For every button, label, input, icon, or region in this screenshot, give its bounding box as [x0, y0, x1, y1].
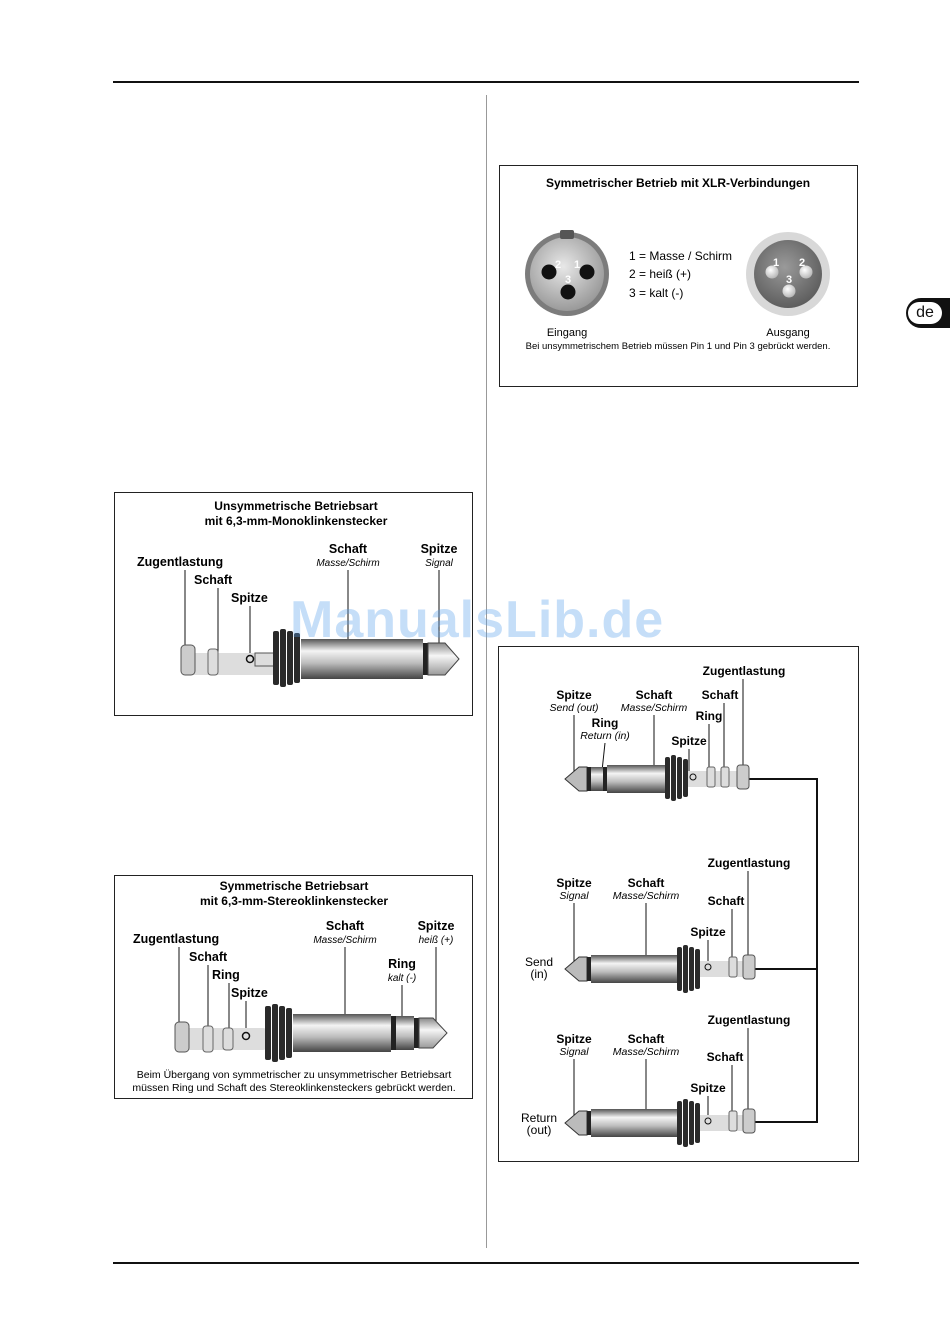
column-divider [486, 95, 487, 1248]
mono-spitze-right-sub: Signal [425, 558, 454, 569]
insert-wire [749, 778, 818, 1123]
bot-schaft-sub: Masse/Schirm [613, 1046, 680, 1058]
mid-side-label-2: (in) [530, 967, 547, 981]
bot-plug [564, 1099, 756, 1147]
top-zugentlastung: Zugentlastung [703, 664, 786, 678]
xlr-note: Bei unsymmetrischem Betrieb müssen Pin 1… [526, 341, 831, 352]
xlr-out-pin-1: 1 [773, 257, 779, 269]
stereo-spitze-right: Spitze [418, 919, 455, 933]
mono-leader-lines [184, 570, 440, 661]
mid-plug [564, 945, 756, 993]
language-label[interactable]: de [908, 302, 942, 324]
top-ring-sub: Return (in) [580, 730, 630, 742]
stereo-jack-svg: Symmetrische Betriebsart mit 6,3-mm-Ster… [132, 879, 455, 1094]
top-schaft-sub: Masse/Schirm [621, 702, 688, 714]
xlr-in-pin-3: 3 [565, 274, 571, 286]
mono-schaft-right: Schaft [329, 542, 368, 556]
mid-side-label-1: Send [525, 955, 553, 969]
stereo-title-1: Symmetrische Betriebsart [220, 879, 369, 893]
mono-schaft-right-sub: Masse/Schirm [316, 558, 379, 569]
mid-schaft: Schaft [628, 876, 665, 890]
stereo-title-2: mit 6,3-mm-Stereoklinkenstecker [200, 894, 388, 908]
top-ring-2: Ring [696, 709, 723, 723]
bot-zugentlastung: Zugentlastung [708, 1013, 791, 1027]
xlr-output-connector: 1 2 3 [746, 232, 830, 316]
mono-jack-svg: Unsymmetrische Betriebsart mit 6,3-mm-Mo… [137, 499, 460, 687]
top-ring: Ring [592, 716, 619, 730]
bot-spitze-sub: Signal [559, 1046, 589, 1058]
mid-spitze-2: Spitze [690, 925, 726, 939]
mid-zugentlastung: Zugentlastung [708, 856, 791, 870]
xlr-input-connector: 2 1 3 [525, 230, 609, 316]
stereo-ring-right: Ring [388, 957, 416, 971]
stereo-jack-diagram: Symmetrische Betriebsart mit 6,3-mm-Ster… [114, 875, 473, 1099]
xlr-diagram: Symmetrischer Betrieb mit XLR-Verbindung… [499, 165, 858, 387]
mono-spitze-right: Spitze [421, 542, 458, 556]
mid-leader-lines [573, 871, 749, 965]
mono-schaft: Schaft [194, 573, 233, 587]
mid-schaft-2: Schaft [708, 894, 745, 908]
mono-title-2: mit 6,3-mm-Monoklinkenstecker [205, 514, 388, 528]
top-spitze-2: Spitze [671, 734, 707, 748]
mono-zugentlastung: Zugentlastung [137, 555, 223, 569]
xlr-out-pin-3: 3 [786, 274, 792, 286]
mono-jack-diagram: Unsymmetrische Betriebsart mit 6,3-mm-Mo… [114, 492, 473, 716]
bot-spitze: Spitze [556, 1032, 592, 1046]
bot-spitze-2: Spitze [690, 1081, 726, 1095]
xlr-title: Symmetrischer Betrieb mit XLR-Verbindung… [546, 176, 810, 190]
xlr-legend-3: 3 = kalt (-) [629, 286, 683, 300]
xlr-out-pin-2: 2 [799, 257, 805, 269]
stereo-schaft: Schaft [189, 950, 228, 964]
stereo-note-1: Beim Übergang von symmetrischer zu unsym… [137, 1069, 452, 1081]
mono-plug [180, 629, 460, 687]
insert-cable-diagram: Zugentlastung Spitze Send (out) Schaft M… [498, 646, 859, 1162]
mid-spitze: Spitze [556, 876, 592, 890]
mid-spitze-sub: Signal [559, 890, 589, 902]
top-spitze-sub: Send (out) [549, 702, 598, 714]
stereo-schaft-right-sub: Masse/Schirm [313, 935, 376, 946]
stereo-note-2: müssen Ring und Schaft des Stereoklinken… [132, 1082, 455, 1094]
stereo-ring-right-sub: kalt (-) [388, 973, 416, 984]
xlr-input-label: Eingang [547, 327, 587, 339]
top-schaft: Schaft [636, 688, 673, 702]
stereo-ring: Ring [212, 968, 240, 982]
mono-title-1: Unsymmetrische Betriebsart [214, 499, 377, 513]
bot-side-label-2: (out) [527, 1123, 552, 1137]
stereo-spitze-right-sub: heiß (+) [419, 935, 454, 946]
xlr-diagram-svg: Symmetrischer Betrieb mit XLR-Verbindung… [525, 176, 831, 352]
bot-schaft-2: Schaft [707, 1050, 744, 1064]
xlr-in-pin-1: 1 [574, 259, 580, 271]
stereo-spitze: Spitze [231, 986, 268, 1000]
top-spitze: Spitze [556, 688, 592, 702]
watermark: ManualsLib.de [290, 591, 665, 649]
mid-schaft-sub: Masse/Schirm [613, 890, 680, 902]
xlr-legend-2: 2 = heiß (+) [629, 267, 691, 281]
stereo-plug [174, 1004, 448, 1062]
header-rule [113, 81, 859, 83]
xlr-in-pin-2: 2 [555, 259, 561, 271]
insert-cable-svg: Zugentlastung Spitze Send (out) Schaft M… [521, 664, 818, 1147]
top-plug [564, 755, 750, 801]
top-schaft-2: Schaft [702, 688, 739, 702]
stereo-schaft-right: Schaft [326, 919, 365, 933]
bot-schaft: Schaft [628, 1032, 665, 1046]
footer-rule [113, 1262, 859, 1264]
stereo-zugentlastung: Zugentlastung [133, 932, 219, 946]
mono-spitze: Spitze [231, 591, 268, 605]
xlr-output-label: Ausgang [766, 327, 809, 339]
bot-side-label-1: Return [521, 1111, 557, 1125]
bot-leader-lines [573, 1028, 749, 1119]
xlr-legend-1: 1 = Masse / Schirm [629, 249, 732, 263]
